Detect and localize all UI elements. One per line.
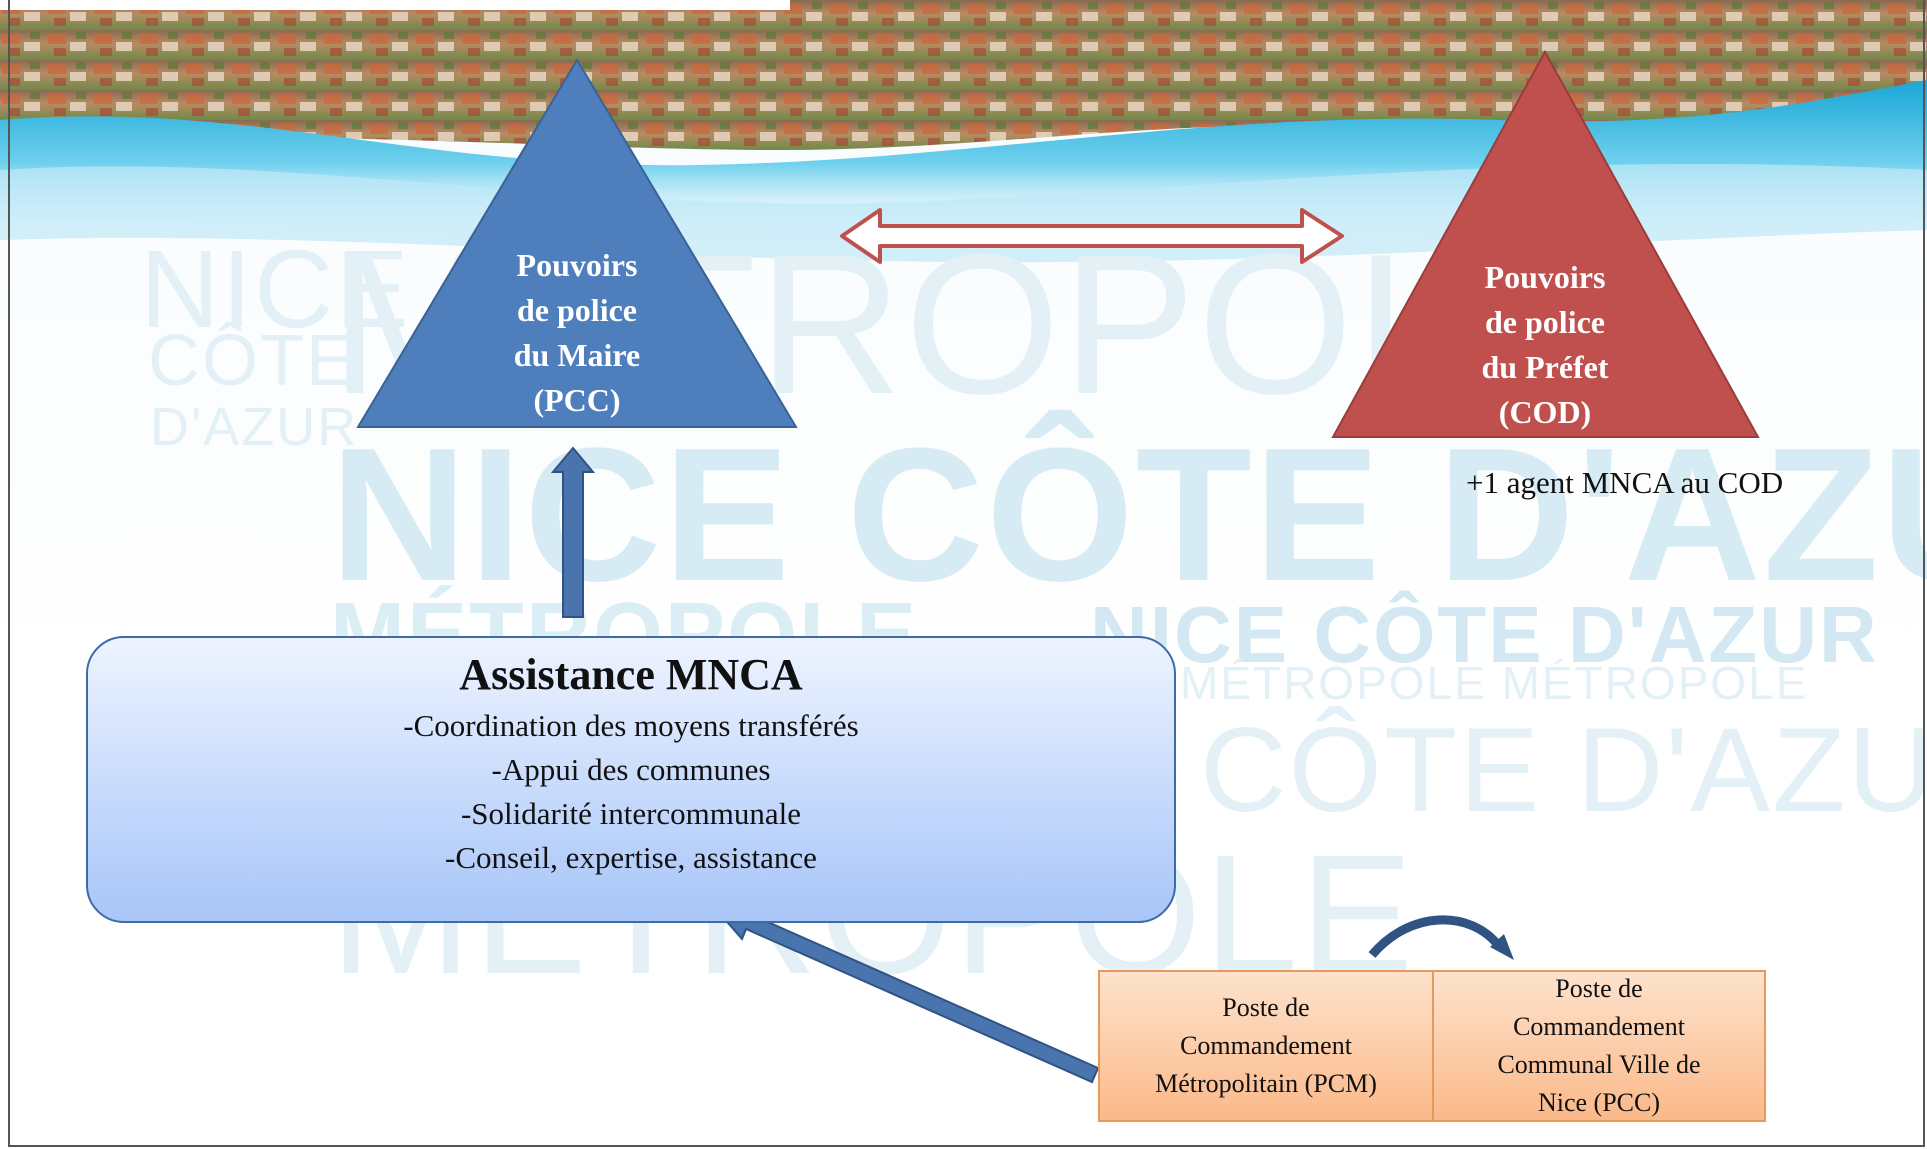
assistance-box: Assistance MNCA -Coordination des moyens… xyxy=(86,636,1176,923)
pcc-line-2: Commandement xyxy=(1513,1012,1685,1041)
assistance-item-coordination: -Coordination des moyens transférés xyxy=(403,708,859,743)
right-triangle-line-4: (COD) xyxy=(1498,394,1592,430)
assistance-item-appui: -Appui des communes xyxy=(491,752,771,787)
watermark-cote-dazur-right: CÔTE D'AZUR xyxy=(1200,703,1927,837)
pcm-line-3: Métropolitain (PCM) xyxy=(1155,1069,1377,1098)
watermark-nice: NICE xyxy=(140,228,411,351)
left-triangle-line-1: Pouvoirs xyxy=(516,247,638,283)
left-triangle-line-3: du Maire xyxy=(513,337,641,373)
left-triangle-line-2: de police xyxy=(517,292,637,328)
assistance-item-solidarite: -Solidarité intercommunale xyxy=(460,796,802,831)
pcc-line-3: Communal Ville de xyxy=(1497,1050,1701,1079)
pcm-line-2: Commandement xyxy=(1180,1031,1352,1060)
left-triangle xyxy=(356,58,798,428)
curved-arrow xyxy=(1368,915,1514,960)
left-triangle-line-4: (PCC) xyxy=(533,382,621,418)
up-arrow xyxy=(550,446,596,618)
pcm-line-1: Poste de xyxy=(1222,993,1310,1022)
right-triangle xyxy=(1331,49,1760,438)
right-triangle-line-3: du Préfet xyxy=(1481,349,1609,385)
pcc-line-4: Nice (PCC) xyxy=(1537,1088,1661,1117)
right-triangle-label: Pouvoirs de police du Préfet (COD) xyxy=(1445,255,1645,435)
left-triangle-label: Pouvoirs de police du Maire (PCC) xyxy=(477,243,677,423)
watermark-cote: CÔTE xyxy=(148,321,357,401)
assistance-item-conseil: -Conseil, expertise, assistance xyxy=(445,840,817,875)
assistance-title: Assistance MNCA xyxy=(459,650,803,699)
watermark-dazur: D'AZUR xyxy=(150,397,359,457)
watermark-nice-cote-dazur-bold: NICE CÔTE D'AZUR xyxy=(330,409,1927,621)
double-arrow xyxy=(840,208,1344,264)
pcc-box: Poste de Commandement Communal Ville de … xyxy=(1432,970,1766,1122)
cod-agent-note: +1 agent MNCA au COD xyxy=(1466,465,1784,500)
diagonal-arrow xyxy=(720,902,1100,1084)
watermark-metropole-small: MÉTROPOLE MÉTROPOLE xyxy=(1180,657,1809,709)
pcc-line-1: Poste de xyxy=(1555,974,1643,1003)
pcm-box: Poste de Commandement Métropolitain (PCM… xyxy=(1098,970,1434,1122)
right-triangle-line-1: Pouvoirs xyxy=(1484,259,1606,295)
right-triangle-line-2: de police xyxy=(1485,304,1605,340)
watermark-nice-cote-dazur-mid: NICE CÔTE D'AZUR xyxy=(1090,590,1879,679)
